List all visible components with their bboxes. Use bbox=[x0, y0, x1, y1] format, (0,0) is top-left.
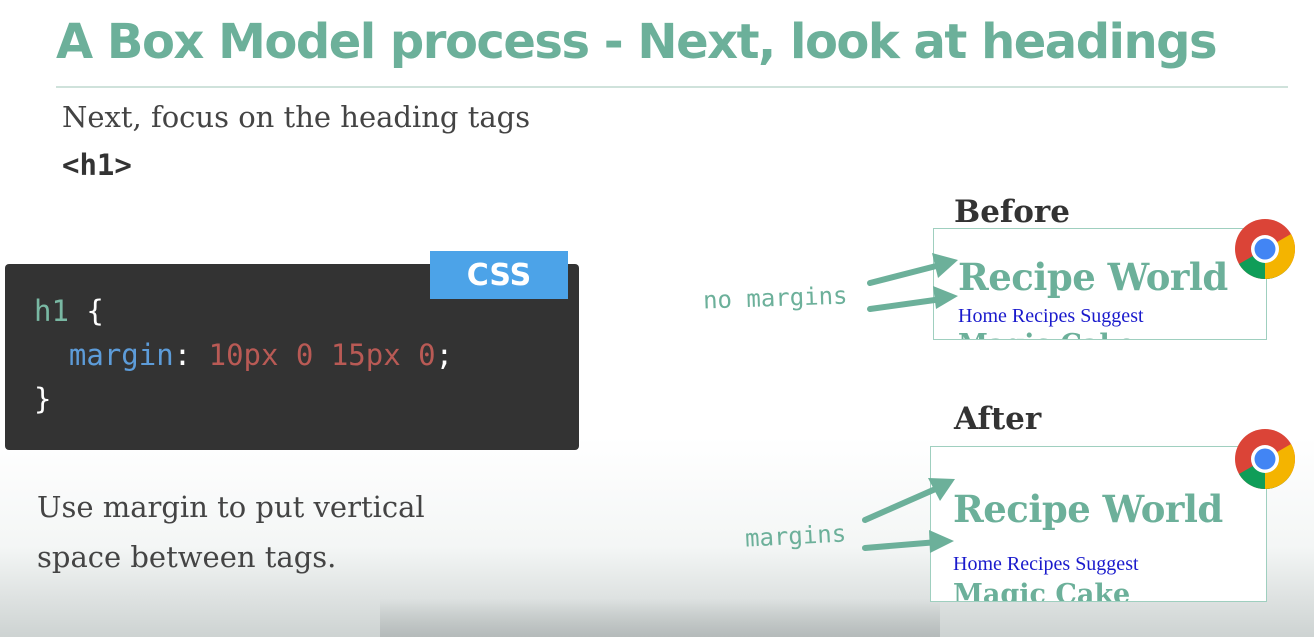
after-next-heading: Magic Cake bbox=[953, 579, 1131, 602]
chrome-icon bbox=[1235, 219, 1296, 280]
after-page-title: Recipe World bbox=[953, 487, 1223, 531]
after-label: After bbox=[954, 401, 1042, 437]
title-divider bbox=[56, 86, 1288, 88]
code-open-brace: { bbox=[86, 294, 104, 328]
chrome-icon bbox=[1235, 429, 1296, 490]
before-nav-links: Home Recipes Suggest bbox=[958, 305, 1144, 327]
code-value: 10px 0 15px 0 bbox=[208, 338, 436, 372]
after-nav-links: Home Recipes Suggest bbox=[953, 553, 1139, 575]
code-line-1: h1 { bbox=[34, 294, 104, 328]
code-semicolon: ; bbox=[435, 338, 454, 372]
css-badge: CSS bbox=[430, 251, 568, 299]
background-pier-image bbox=[380, 599, 940, 637]
code-selector: h1 bbox=[34, 294, 69, 328]
code-colon: : bbox=[173, 338, 192, 372]
arrow-before-bottom bbox=[867, 296, 945, 312]
code-property: margin bbox=[68, 338, 174, 372]
after-browser-frame: Recipe World Home Recipes Suggest Magic … bbox=[930, 446, 1267, 602]
before-page-title: Recipe World bbox=[958, 255, 1228, 299]
before-label: Before bbox=[954, 194, 1070, 230]
slide-title: A Box Model process - Next, look at head… bbox=[56, 14, 1218, 70]
before-browser-frame: Recipe World Home Recipes Suggest Magic … bbox=[933, 228, 1267, 340]
code-line-2: margin: 10px 0 15px 0; bbox=[34, 338, 453, 372]
no-margins-annotation: no margins bbox=[702, 281, 848, 315]
explanation-text: Use margin to put vertical space between… bbox=[37, 490, 425, 574]
margins-annotation: margins bbox=[744, 519, 847, 553]
intro-text: Next, focus on the heading tags bbox=[62, 100, 531, 134]
code-line-3: } bbox=[34, 382, 51, 416]
before-next-heading: Magic Cake bbox=[958, 329, 1135, 339]
code-close-brace: } bbox=[34, 382, 52, 416]
heading-tag: <h1> bbox=[62, 148, 132, 182]
